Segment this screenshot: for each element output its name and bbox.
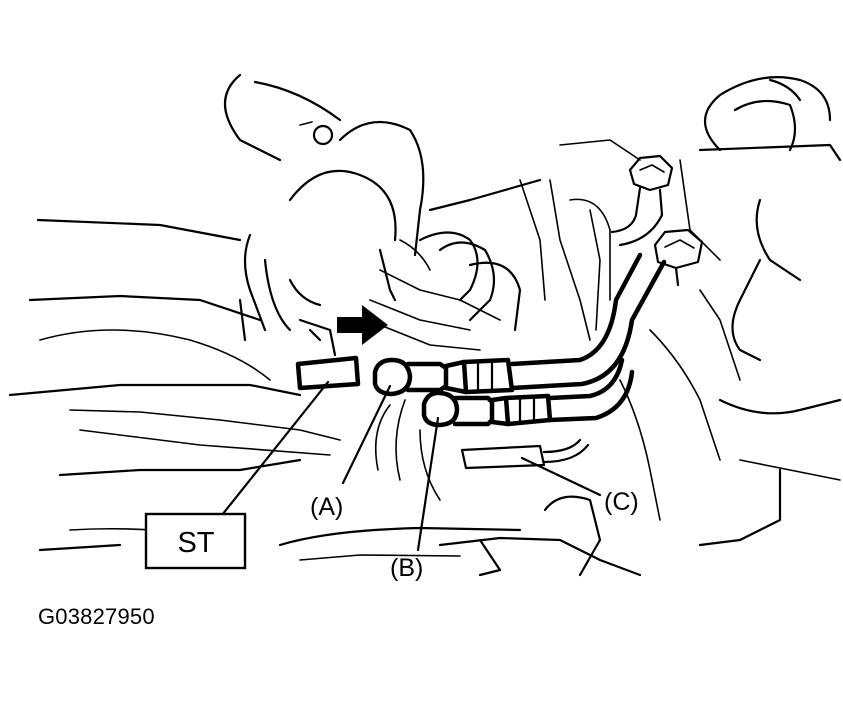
leader-lines: [220, 380, 602, 552]
label-a: (A): [310, 493, 343, 521]
hand: [238, 120, 431, 357]
arrow-right-icon: [337, 305, 388, 345]
st-box: [144, 512, 247, 570]
st-label: ST: [177, 527, 214, 559]
label-b: (B): [390, 554, 423, 582]
hose-assembly: [372, 252, 667, 501]
engine-outline: [8, 73, 842, 577]
figure-code: G03827950: [38, 604, 155, 629]
label-c: (C): [604, 488, 639, 516]
special-tool: [295, 355, 361, 391]
